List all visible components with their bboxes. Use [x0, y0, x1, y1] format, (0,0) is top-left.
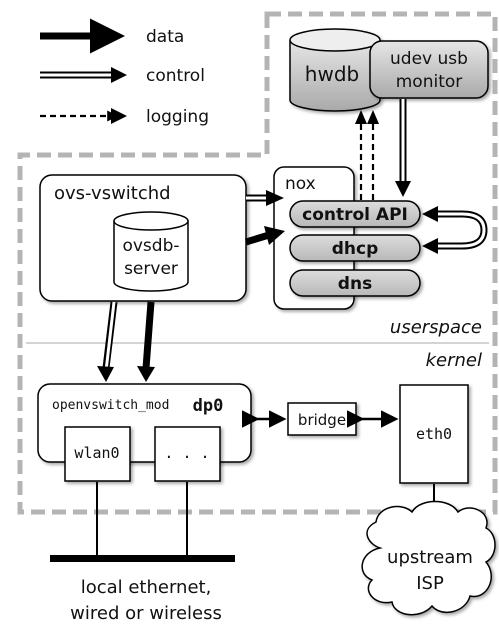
hwdb-database — [289, 28, 381, 112]
dp0-label: dp0 — [193, 396, 224, 416]
bridge-label: bridge — [298, 411, 346, 429]
hwdb-label: hwdb — [305, 62, 359, 86]
legend-data-label: data — [146, 27, 184, 47]
data-arrow-ovs-to-kernel — [142, 301, 155, 369]
network-label-line2: wired or wireless — [70, 603, 222, 624]
network-label-line1: local ethernet, — [81, 577, 212, 598]
control-api-box — [289, 200, 421, 228]
openvswitch-mod-label: openvswitch_mod — [52, 398, 169, 413]
eth0-label: eth0 — [416, 425, 452, 443]
dhcp-label: dhcp — [332, 239, 379, 259]
control-api-label: control API — [302, 205, 408, 225]
upstream-label-line2: ISP — [416, 573, 444, 594]
dhcp-box — [289, 234, 421, 262]
control-loop-api-dhcp — [422, 206, 488, 254]
eth0-box — [399, 384, 469, 484]
kernel-label: kernel — [426, 350, 482, 371]
upstream-label-line1: upstream — [387, 547, 473, 568]
legend-control-label: control — [146, 66, 205, 86]
more-ports-label: . . . — [164, 444, 209, 462]
legend-control-arrow — [40, 67, 127, 83]
more-ports — [154, 426, 221, 482]
ovs-vswitchd-label: ovs-vswitchd — [54, 183, 171, 204]
userspace-label: userspace — [390, 317, 482, 338]
legend: data control logging — [40, 18, 209, 127]
legend-logging-label: logging — [146, 107, 209, 127]
wlan0-port — [64, 426, 131, 482]
control-arrow-udev-to-api — [395, 99, 411, 197]
ovsdb-label-line1: ovsdb- — [122, 236, 179, 256]
data-arrow-ovs-to-nox — [244, 231, 271, 246]
dns-label: dns — [338, 274, 372, 294]
control-arrow-ovs-to-kernel — [97, 301, 118, 382]
upstream-isp-cloud — [361, 500, 496, 616]
wlan0-label: wlan0 — [74, 444, 119, 462]
system-boundary — [17, 11, 498, 515]
dns-box — [289, 269, 421, 297]
ovsdb-server-database — [113, 211, 189, 292]
ovsdb-label-line2: server — [124, 259, 178, 279]
control-arrow-ovs-to-nox — [246, 190, 284, 206]
udev-label-line1: udev usb — [390, 49, 468, 69]
udev-label-line2: monitor — [396, 72, 463, 92]
udev-usb-monitor-box — [369, 40, 489, 99]
nox-label: nox — [285, 174, 316, 194]
local-ethernet-bus — [50, 555, 235, 562]
